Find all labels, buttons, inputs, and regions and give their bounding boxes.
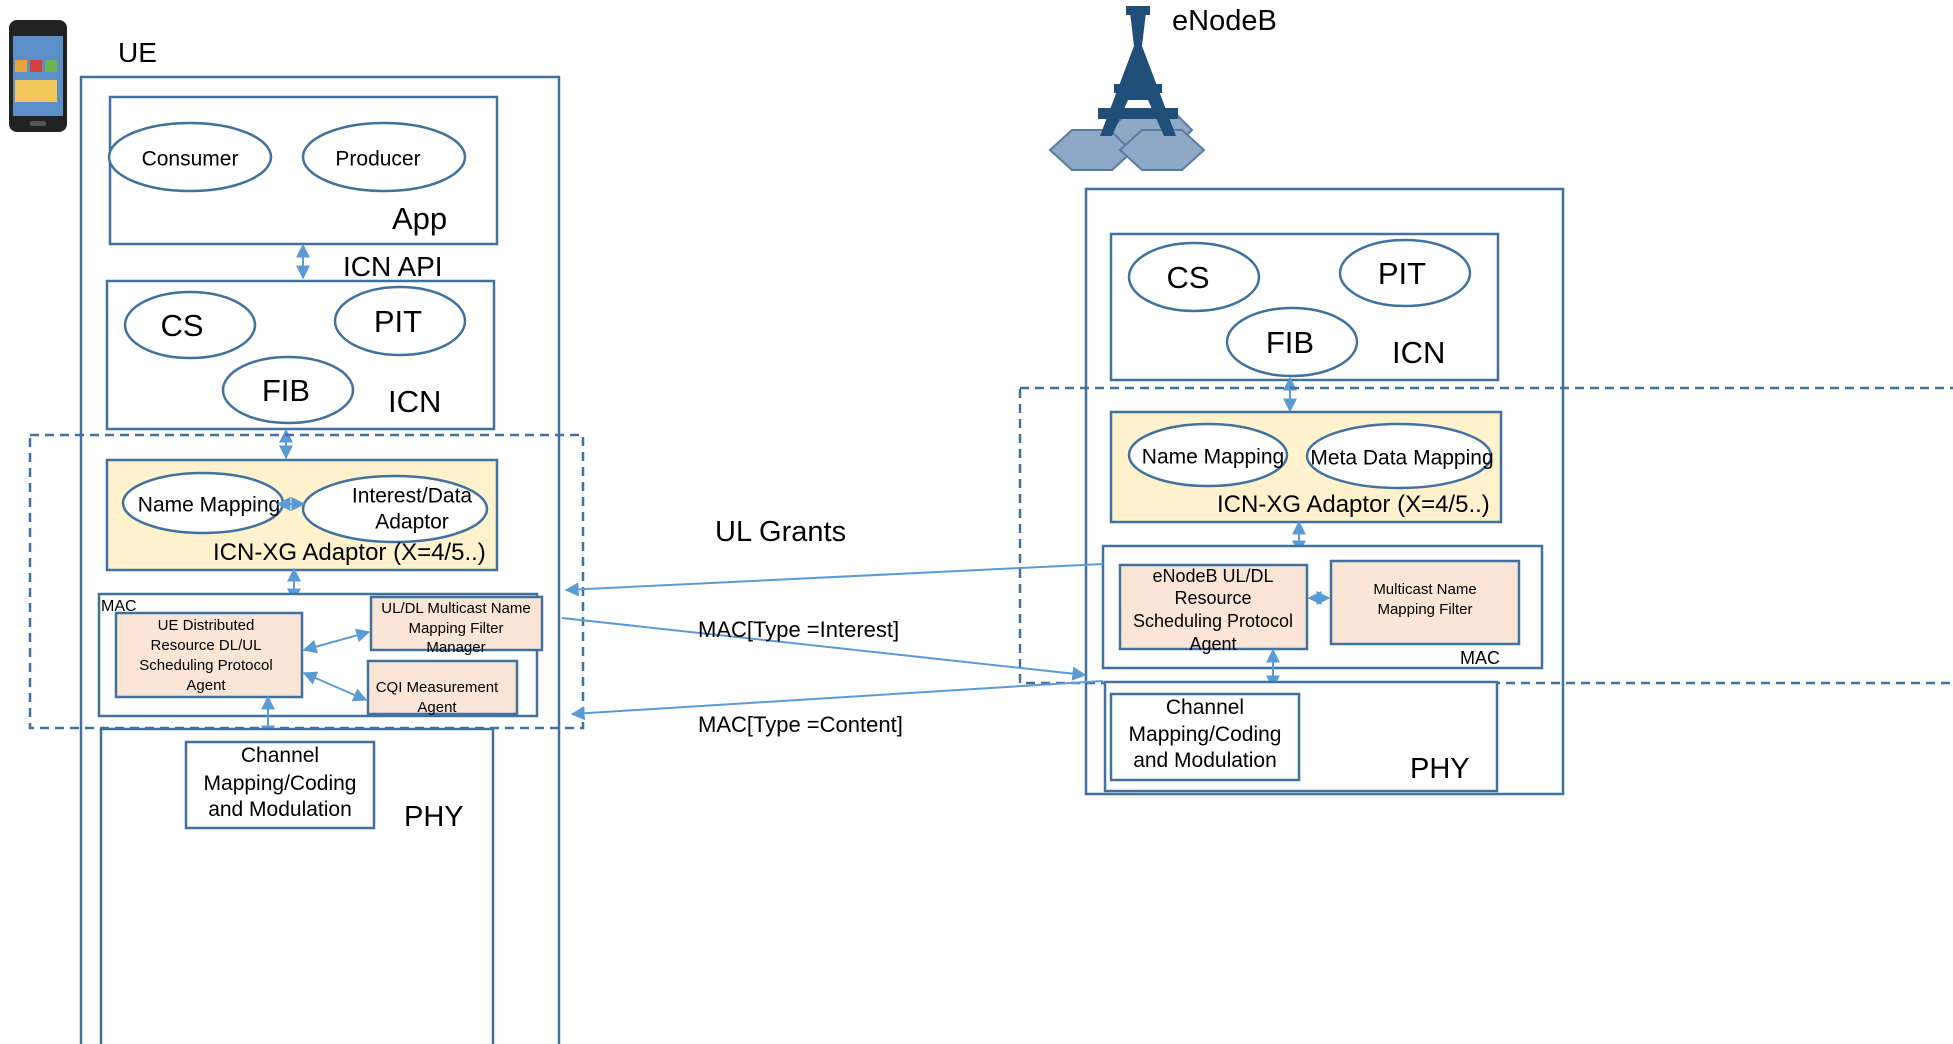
ue-cs-label: CS [160,308,203,343]
ue-producer-ellipse [301,121,467,193]
enb-icn-label: ICN [1392,335,1445,370]
ul-grants-label: UL Grants [715,516,846,548]
ue-mfm-line3: Manager [426,639,485,656]
ue-cqi-line2: Agent [417,699,457,716]
ue-app-label: App [392,201,447,236]
enb-cs-ellipse [1127,241,1261,313]
ue-channel-line3: and Modulation [208,798,352,821]
enb-mac-label: MAC [1460,648,1500,668]
ue-phy-box [99,727,495,1044]
ue-cs-ellipse [123,290,257,360]
ue-cqi-box [366,659,519,716]
enb-channel-line1: Channel [1166,696,1244,719]
enb-sched-line4: Agent [1189,634,1236,654]
mac-content-arrow [570,680,1104,721]
ue-consumer-ellipse [107,121,273,193]
enb-mnf-line1: Multicast Name [1373,581,1476,598]
ue-channel-box [184,740,376,830]
enb-fib-ellipse [1225,306,1359,378]
ue-pit-ellipse [333,285,467,357]
ue-icn-api-label: ICN API [343,251,443,282]
ue-consumer-label: Consumer [142,148,239,171]
ue-interest-data-line2: Adaptor [375,511,449,534]
ue-phy-label: PHY [404,801,464,833]
ue-sched-agent-box [114,611,304,699]
enb-meta-mapping-label: Meta Data Mapping [1310,447,1493,470]
ue-sched-cqi-arrow [302,671,368,702]
ue-fib-label: FIB [262,373,310,408]
enodeb-label: eNodeB [1172,5,1277,37]
enb-name-mapping-ellipse [1127,422,1289,488]
ue-mfm-line2: Mapping Filter [408,620,503,637]
enb-meta-mapping-ellipse [1305,422,1493,490]
ue-sched-line4: Agent [186,677,226,694]
ue-phone-icon [9,20,67,132]
ue-pit-label: PIT [374,304,422,339]
ue-icn-label: ICN [388,384,441,419]
ue-cqi-line1: CQI Measurement [376,679,499,696]
ue-sched-line3: Scheduling Protocol [139,657,272,674]
enb-sched-agent-box [1118,563,1309,651]
enb-channel-box [1109,692,1301,782]
enodeb-tower-icon [1048,6,1206,171]
ue-label: UE [118,37,157,68]
enb-name-mapping-label: Name Mapping [1142,446,1284,469]
mac-content-label: MAC[Type =Content] [698,712,903,737]
enb-fib-label: FIB [1266,325,1314,360]
enb-mnf-line2: Mapping Filter [1377,601,1472,618]
enb-pit-label: PIT [1378,256,1426,291]
ul-grants-arrow [564,563,1104,597]
ue-fib-ellipse [221,355,355,425]
ue-channel-line1: Channel [241,744,319,767]
enb-channel-line3: and Modulation [1133,749,1277,772]
ue-interest-data-line1: Interest/Data [352,485,473,508]
ue-mac-label: MAC [101,598,137,615]
ue-sched-line1: UE Distributed [158,617,255,634]
ue-mfm-line1: UL/DL Multicast Name [381,600,531,617]
enb-pit-ellipse [1338,238,1472,308]
enb-multicast-filter-box [1329,559,1521,646]
ue-sched-line2: Resource DL/UL [151,637,262,654]
enb-sched-line1: eNodeB UL/DL [1152,566,1273,586]
ue-name-mapping-label: Name Mapping [138,494,280,517]
enb-sched-line3: Scheduling Protocol [1133,611,1293,631]
enb-channel-line2: Mapping/Coding [1129,723,1282,746]
enb-phy-label: PHY [1410,753,1470,785]
mac-interest-arrow [561,617,1087,681]
mac-interest-label: MAC[Type =Interest] [698,617,899,642]
ue-adaptor-label: ICN-XG Adaptor (X=4/5..) [213,539,486,566]
ue-multicast-filter-box [369,595,544,652]
enb-sched-line2: Resource [1174,588,1251,608]
ue-channel-line2: Mapping/Coding [204,772,357,795]
enb-adaptor-label: ICN-XG Adaptor (X=4/5..) [1217,491,1490,518]
ue-sched-mfm-arrow [302,628,371,654]
enb-cs-label: CS [1166,260,1209,295]
ue-dashed-region [28,433,585,730]
ue-producer-label: Producer [335,148,420,171]
